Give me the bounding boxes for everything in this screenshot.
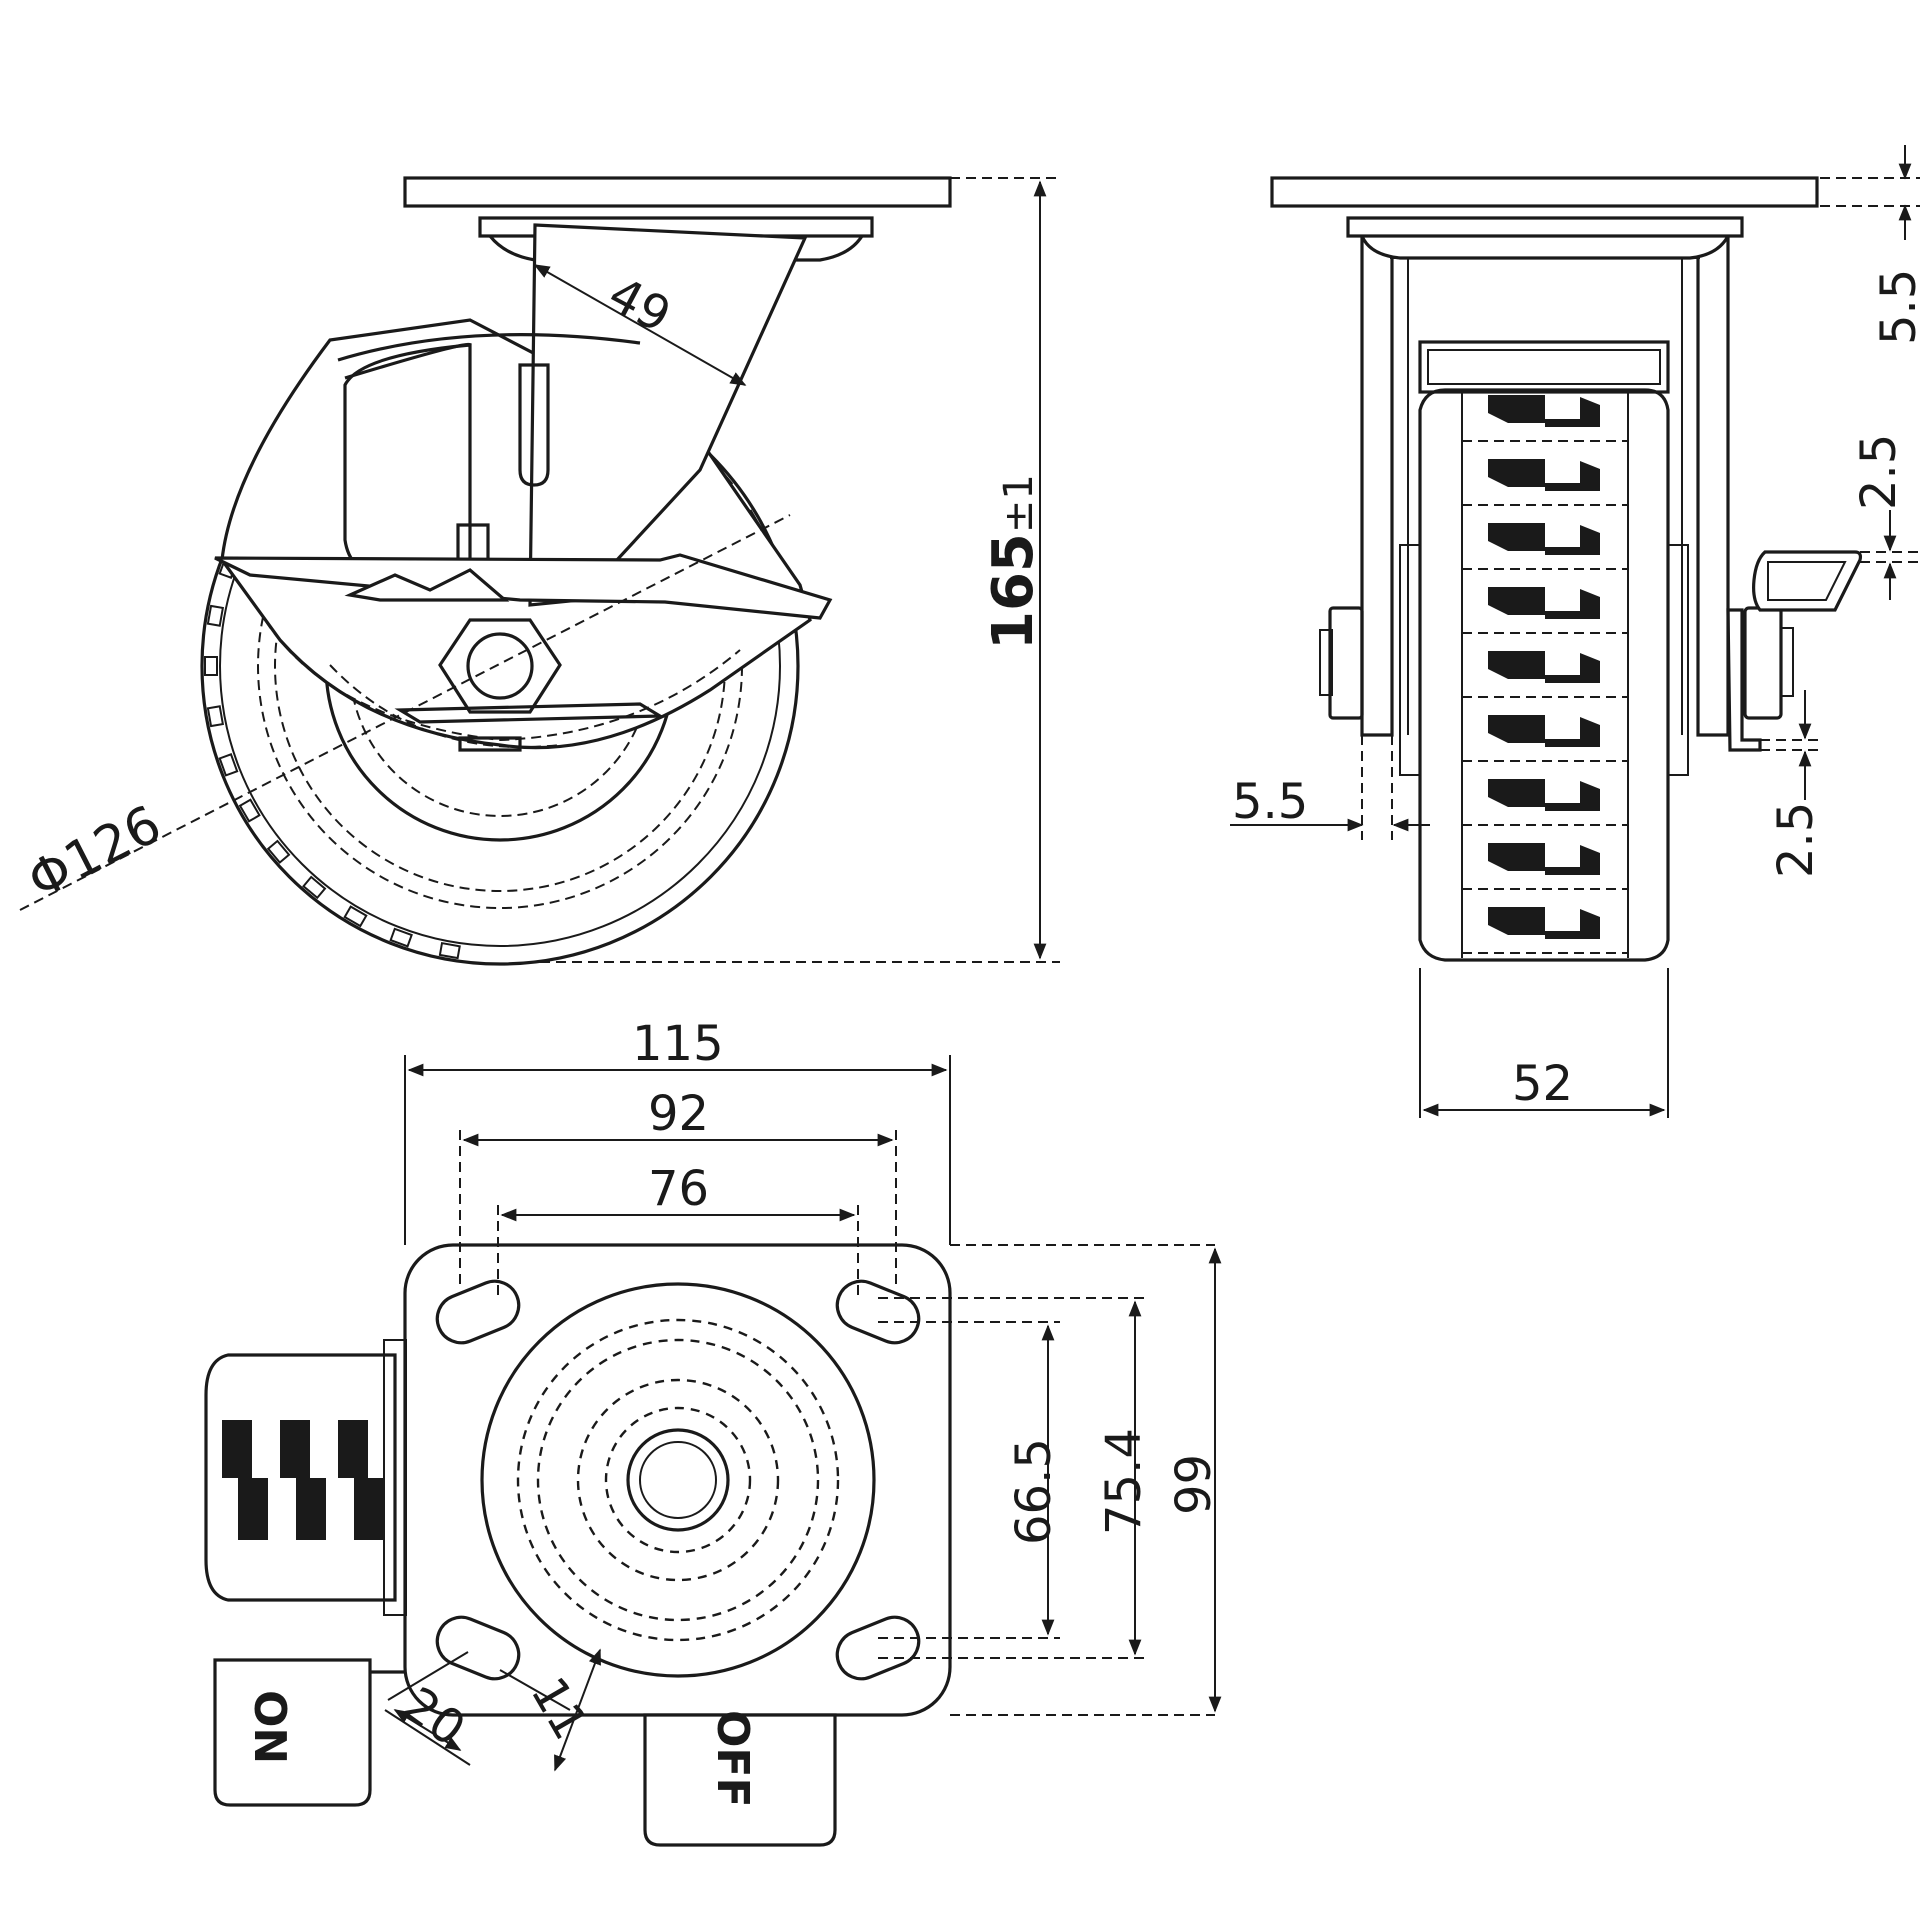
brake-gap-top-label: 2.5	[1851, 434, 1907, 510]
brake-on-label: ON	[244, 1690, 295, 1764]
tread-pattern	[1462, 395, 1628, 954]
axle-nut	[438, 618, 562, 714]
tread-lug	[1545, 717, 1600, 747]
plate-depth-label: 99	[1166, 1454, 1222, 1515]
bolt-spacing-v-inner-label: 66.5	[1006, 1438, 1062, 1545]
tread-lug	[1488, 843, 1545, 871]
tread-lug	[1488, 395, 1545, 423]
tread-block	[206, 705, 225, 728]
plate-width-dimension: 115	[404, 1016, 951, 1245]
tread-lug	[1545, 461, 1600, 491]
bolt-spacing-v-outer-label: 75.4	[1096, 1428, 1152, 1535]
top-plate	[403, 176, 952, 208]
tread-lug	[1488, 651, 1545, 679]
tread-block	[343, 905, 368, 928]
wheel-width-dimension: 52	[1419, 968, 1669, 1118]
side-gap-label: 5.5	[1232, 774, 1308, 830]
tread-block	[238, 798, 261, 823]
tread-block	[389, 927, 413, 948]
tread-block	[438, 941, 461, 960]
tread-block	[204, 656, 218, 676]
bolt-spacing-outer-dimension: 92	[459, 1086, 897, 1290]
tread-lug	[1488, 907, 1545, 935]
brake-gap-bottom-label: 2.5	[1768, 802, 1824, 878]
bolt-spacing-v-inner-dimension: 66.5	[878, 1321, 1062, 1639]
tread-lug	[1488, 587, 1545, 615]
tread-lug	[1488, 779, 1545, 807]
side-gap-dimension: 5.5	[1230, 735, 1430, 840]
tread-block	[302, 875, 327, 900]
front-view	[1270, 176, 1863, 962]
bolt-slots	[435, 1279, 921, 1681]
brake-off-label: OFF	[707, 1710, 758, 1808]
tread-lug	[1545, 589, 1600, 619]
plate-thickness-label: 5.5	[1871, 269, 1926, 345]
wheel-width-label: 52	[1512, 1056, 1573, 1112]
side-view: Φ126 49	[19, 176, 952, 966]
brake-gap-top-dimension: 2.5	[1851, 434, 1920, 600]
tread-lug	[1545, 909, 1600, 939]
tread-lug	[1488, 715, 1545, 743]
tread-lug	[222, 1420, 268, 1540]
plate-thickness-dimension: 5.5	[1820, 145, 1926, 345]
plate-depth-dimension: 99	[950, 1244, 1222, 1716]
tread-block	[266, 839, 291, 864]
top-view: ON OFF	[204, 1243, 952, 1847]
tread-lug	[1488, 523, 1545, 551]
mounting-plate	[403, 1243, 952, 1717]
slot-width-label: 11	[520, 1668, 599, 1749]
bolt-spacing-v-outer-dimension: 75.4	[878, 1297, 1152, 1659]
wheel-diameter-label: Φ126	[19, 794, 171, 911]
tread-lug	[1488, 459, 1545, 487]
brake-gap-bottom-dimension: 2.5	[1760, 690, 1824, 878]
tread-block	[206, 604, 225, 627]
bolt-spacing-inner-dimension: 76	[497, 1161, 859, 1300]
tread-lug	[1545, 845, 1600, 875]
bolt-spacing-outer-label: 92	[648, 1086, 709, 1142]
tread-lug	[1545, 397, 1600, 427]
bolt-spacing-inner-label: 76	[648, 1161, 709, 1217]
tread-lug	[1545, 653, 1600, 683]
height-dimension: 165±1	[540, 177, 1060, 963]
height-main-label: 165±1	[981, 474, 1046, 650]
plate-width-label: 115	[632, 1016, 724, 1072]
tread-lug	[338, 1420, 384, 1540]
tread-lug	[280, 1420, 326, 1540]
tread-lug	[1545, 781, 1600, 811]
tread-lug	[1545, 525, 1600, 555]
tread-block	[218, 753, 239, 777]
